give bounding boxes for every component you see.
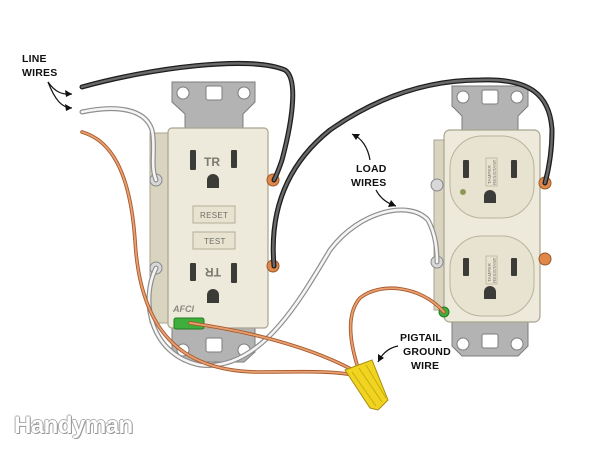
wire-nut	[344, 359, 389, 411]
pigtail-label-line1: PIGTAIL	[400, 332, 442, 344]
pigtail-label-line2: GROUND	[403, 346, 451, 358]
pigtail-label-line3: WIRE	[411, 360, 439, 372]
test-label: TEST	[204, 237, 226, 246]
tamper-resistant-top-line2: RESISTANT	[492, 159, 497, 185]
afci-brand-mark: AFCI	[172, 304, 194, 314]
test-button[interactable]: TEST	[192, 231, 236, 250]
standard-mounting-strap	[451, 85, 529, 357]
tamper-resistant-top-line1: TAMPER	[487, 165, 492, 184]
tr-label-top: TR	[204, 155, 220, 169]
afci-top-receptacle: TR	[190, 150, 237, 188]
load-wires-label-line1: LOAD	[356, 163, 387, 175]
afci-bottom-receptacle: TR	[190, 263, 237, 303]
afci-outlet: TR RESET TEST TR AFCI	[149, 81, 280, 363]
standard-outlet: TAMPER RESISTANT TAMPER RESISTANT	[430, 85, 552, 357]
line-wires-label-line1: LINE	[22, 53, 47, 65]
standard-bottom-receptacle: TAMPER RESISTANT	[449, 235, 535, 317]
tamper-resistant-bottom-line2: RESISTANT	[492, 257, 497, 283]
line-wires-callout: LINE WIRES	[22, 53, 73, 111]
standard-top-receptacle: TAMPER RESISTANT	[449, 135, 535, 219]
load-wires-label-line2: WIRES	[351, 177, 386, 189]
handyman-watermark: Handyman	[14, 412, 133, 439]
reset-label: RESET	[200, 211, 228, 220]
tamper-resistant-bottom-line1: TAMPER	[487, 263, 492, 282]
line-wires-label-line2: WIRES	[22, 67, 57, 79]
wires	[79, 61, 555, 378]
tr-label-bottom: TR	[205, 265, 221, 279]
load-wires-callout: LOAD WIRES	[351, 133, 397, 207]
pigtail-ground-callout: PIGTAIL GROUND WIRE	[377, 332, 451, 372]
reset-button[interactable]: RESET	[192, 205, 236, 224]
